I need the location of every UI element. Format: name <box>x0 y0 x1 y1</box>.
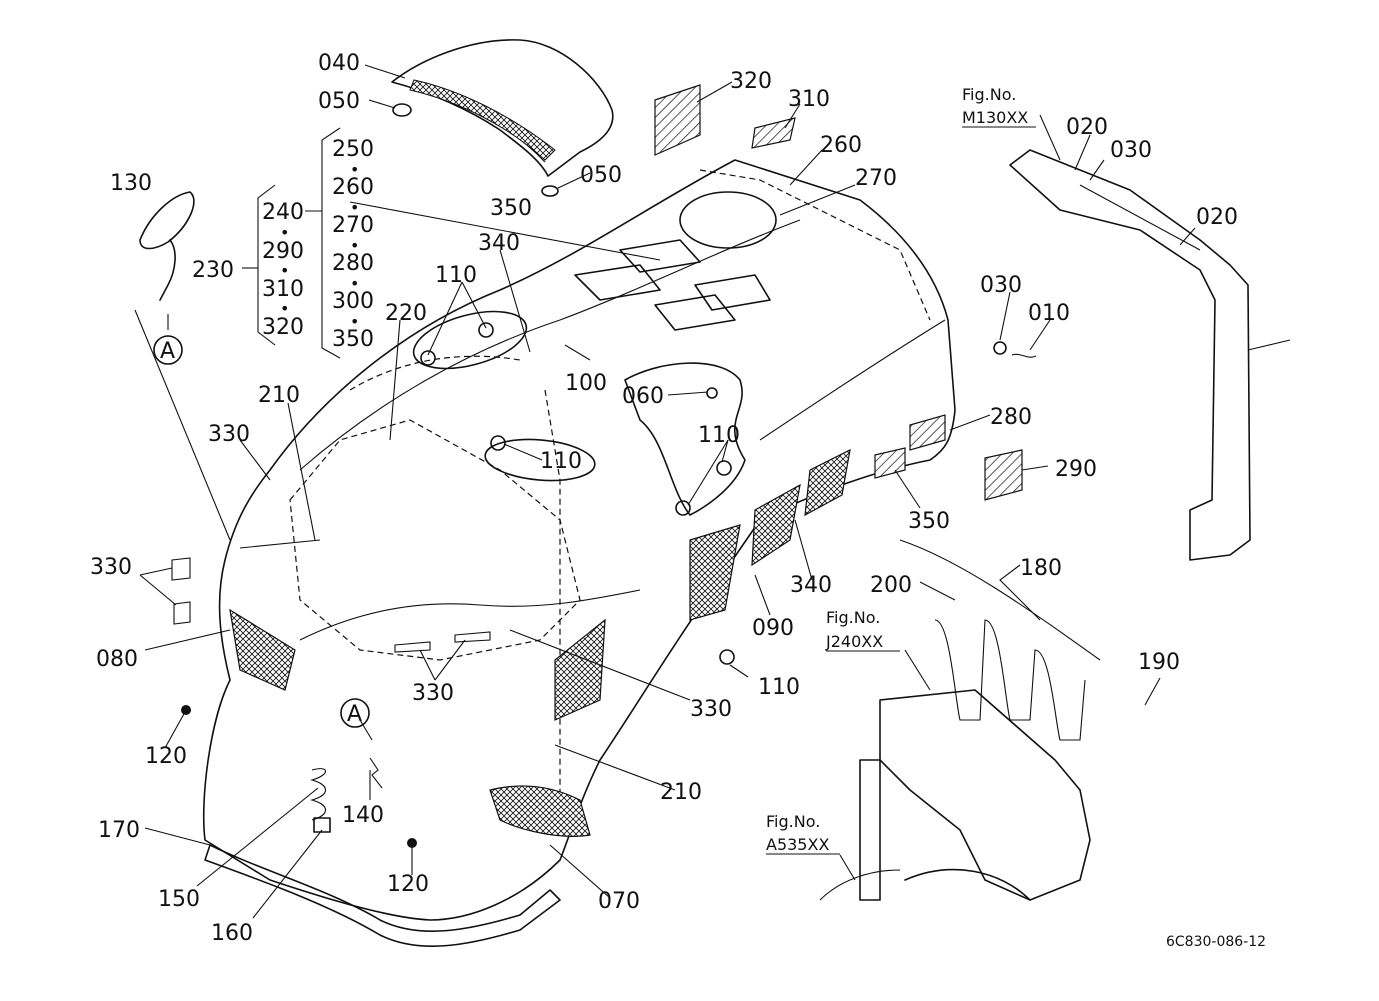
part-label: 110 <box>540 449 582 474</box>
bracket-separator: • <box>350 274 359 293</box>
part-label: 160 <box>211 921 253 946</box>
bracket-right-item: 270 <box>332 213 374 238</box>
svg-text:J240XX: J240XX <box>825 632 883 651</box>
bracket-left-item: 320 <box>262 315 304 340</box>
part-label: 110 <box>698 423 740 448</box>
leader-lines <box>134 64 1196 919</box>
part-label: 030 <box>1110 138 1152 163</box>
frame-bracket-m130 <box>1009 149 1291 561</box>
bracket-separator: • <box>280 299 289 318</box>
side-grille-part <box>229 448 851 837</box>
bracket-right-item: 280 <box>332 251 374 276</box>
callout-marker-a: A <box>153 335 183 365</box>
bracket-right-item: 250 <box>332 137 374 162</box>
part-label: 040 <box>318 51 360 76</box>
svg-text:A: A <box>160 339 175 364</box>
part-label: 280 <box>990 405 1032 430</box>
spring-parts <box>309 757 383 833</box>
part-label: 020 <box>1196 205 1238 230</box>
svg-text:A535XX: A535XX <box>766 835 829 854</box>
callout-marker-a: A <box>340 698 370 728</box>
part-labels: 040 050 050 320 310 260 270 130 350 340 … <box>90 51 1238 946</box>
part-label: 020 <box>1066 115 1108 140</box>
figure-ref-m130: Fig.No. M130XX <box>962 85 1036 128</box>
part-label: 200 <box>870 573 912 598</box>
hood-openings <box>412 191 777 516</box>
part-label: 270 <box>855 166 897 191</box>
part-label: 220 <box>385 301 427 326</box>
fastener-parts <box>181 103 1037 848</box>
drawing-code: 6C830-086-12 <box>1166 934 1266 950</box>
mirror-part <box>139 191 195 301</box>
bracket-group: 230 240 290 310 320 • • • 250 260 270 28… <box>192 127 374 359</box>
part-label: 140 <box>342 803 384 828</box>
svg-text:M130XX: M130XX <box>962 108 1028 127</box>
bracket-left-item: 290 <box>262 239 304 264</box>
bracket-left-item: 240 <box>262 200 304 225</box>
part-label: 080 <box>96 647 138 672</box>
part-label: 330 <box>690 697 732 722</box>
bracket-left-item: 310 <box>262 277 304 302</box>
part-label: 150 <box>158 887 200 912</box>
part-label: 110 <box>758 675 800 700</box>
bracket-separator: • <box>350 236 359 255</box>
part-label: 070 <box>598 889 640 914</box>
part-label: 060 <box>622 384 664 409</box>
decal-parts <box>171 84 1023 653</box>
figure-ref-j240: Fig.No. J240XX <box>825 608 900 652</box>
part-label: 290 <box>1055 457 1097 482</box>
svg-text:A: A <box>347 702 362 727</box>
bracket-separator: • <box>350 160 359 179</box>
svg-text:Fig.No.: Fig.No. <box>766 812 820 831</box>
part-label: 030 <box>980 273 1022 298</box>
part-label: 110 <box>435 263 477 288</box>
part-label: 130 <box>110 171 152 196</box>
part-label: 330 <box>412 681 454 706</box>
hood-body-part <box>202 159 956 921</box>
vent-cover-part <box>391 39 614 177</box>
bottom-trim-part <box>204 844 561 947</box>
part-label: 260 <box>820 133 862 158</box>
part-label: 310 <box>788 87 830 112</box>
part-label: 320 <box>730 69 772 94</box>
part-label: 100 <box>565 371 607 396</box>
part-label: 050 <box>318 89 360 114</box>
part-label: 340 <box>478 231 520 256</box>
svg-text:Fig.No.: Fig.No. <box>962 85 1016 104</box>
bracket-separator: • <box>280 261 289 280</box>
bracket-separator: • <box>280 223 289 242</box>
part-label: 330 <box>208 422 250 447</box>
part-label: 050 <box>580 163 622 188</box>
part-label: 120 <box>145 744 187 769</box>
part-label: 350 <box>490 196 532 221</box>
part-label: 120 <box>387 872 429 897</box>
bracket-main-label: 230 <box>192 258 234 283</box>
svg-text:Fig.No.: Fig.No. <box>826 608 880 627</box>
part-label: 010 <box>1028 301 1070 326</box>
part-label: 350 <box>908 509 950 534</box>
part-label: 190 <box>1138 650 1180 675</box>
bracket-right-item: 350 <box>332 327 374 352</box>
part-label: 340 <box>790 573 832 598</box>
bracket-right-item: 300 <box>332 289 374 314</box>
bracket-separator: • <box>350 198 359 217</box>
part-label: 090 <box>752 616 794 641</box>
bracket-right-item: 260 <box>332 175 374 200</box>
part-label: 210 <box>660 780 702 805</box>
radiator-frame-part <box>819 539 1101 901</box>
part-label: 210 <box>258 383 300 408</box>
part-label: 170 <box>98 818 140 843</box>
part-label: 330 <box>90 555 132 580</box>
figure-ref-a535: Fig.No. A535XX <box>766 812 840 855</box>
part-label: 180 <box>1020 556 1062 581</box>
bracket-separator: • <box>350 312 359 331</box>
